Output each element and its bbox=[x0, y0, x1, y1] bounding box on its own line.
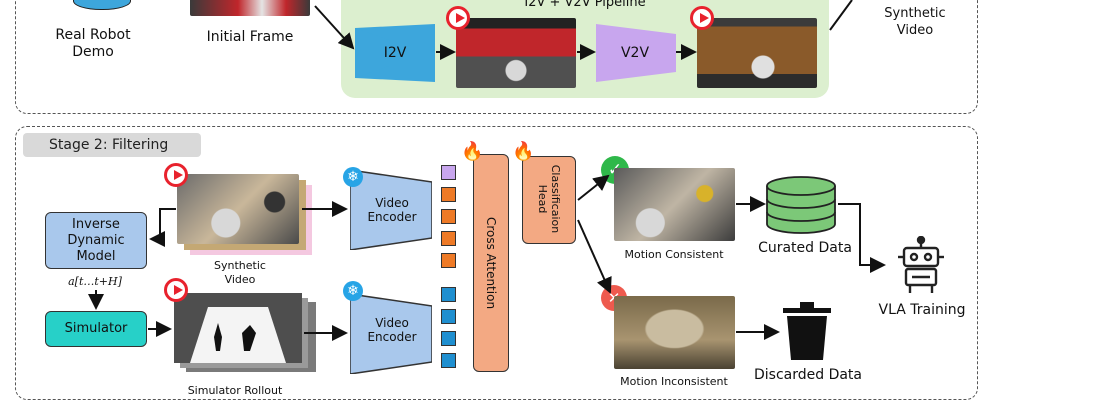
motion-consistent-frame bbox=[614, 168, 735, 241]
trainable-flame-icon: 🔥 bbox=[512, 141, 535, 162]
token-purple bbox=[441, 165, 456, 180]
simulator[interactable]: Simulator bbox=[45, 311, 147, 347]
stage2-tag: Stage 2: Filtering bbox=[23, 133, 201, 157]
synthetic-video-stage1-label: Synthetic Video bbox=[884, 6, 946, 38]
v2v-block bbox=[596, 24, 676, 82]
cross-attention-block bbox=[473, 154, 509, 372]
real-robot-demo-label: Real Robot Demo bbox=[55, 27, 131, 60]
video-encoder-bottom-label: Video Encoder bbox=[367, 316, 417, 344]
simulator-rollout-frame bbox=[174, 293, 302, 363]
play-icon[interactable] bbox=[446, 6, 470, 30]
discarded-data-label: Discarded Data bbox=[753, 367, 862, 383]
token-orange bbox=[441, 231, 456, 246]
initial-frame-label: Initial Frame bbox=[206, 29, 294, 45]
token-blue bbox=[441, 331, 456, 346]
video-encoder-top-label: Video Encoder bbox=[367, 196, 417, 224]
trash-icon bbox=[783, 302, 831, 360]
token-blue bbox=[441, 353, 456, 368]
video-encoder-bottom-block bbox=[350, 294, 432, 374]
frozen-snowflake-icon: ❄ bbox=[343, 167, 363, 187]
stage2-arrows bbox=[88, 174, 886, 341]
curated-data-label: Curated Data bbox=[758, 240, 852, 256]
i2v-label: I2V bbox=[383, 45, 407, 61]
pipeline-title: I2V + V2V Pipeline bbox=[524, 0, 646, 10]
synthetic-video-frame bbox=[177, 174, 299, 244]
inverse-dynamic-model[interactable]: Inverse Dynamic Model bbox=[45, 212, 147, 269]
trainable-flame-icon: 🔥 bbox=[461, 141, 484, 162]
motion-inconsistent-frame bbox=[614, 296, 735, 369]
vla-training-label: VLA Training bbox=[878, 302, 966, 318]
motion-consistent-label: Motion Consistent bbox=[624, 248, 724, 261]
stage1-box bbox=[15, 0, 978, 114]
stage1-arrows bbox=[314, 0, 853, 60]
pipeline-frame-2 bbox=[697, 18, 817, 88]
video-encoder-top-block bbox=[350, 170, 432, 250]
frozen-snowflake-icon: ❄ bbox=[343, 281, 363, 301]
i2v-block bbox=[355, 24, 435, 82]
motion-inconsistent-label: Motion Inconsistent bbox=[620, 375, 728, 388]
pipeline-frame-1 bbox=[456, 18, 576, 88]
classification-head-block bbox=[522, 156, 576, 244]
token-orange bbox=[441, 209, 456, 224]
play-icon[interactable] bbox=[164, 278, 188, 302]
play-icon[interactable] bbox=[690, 6, 714, 30]
play-icon[interactable] bbox=[164, 163, 188, 187]
initial-frame-image bbox=[190, 0, 310, 16]
curated-data-icon bbox=[766, 176, 836, 234]
token-orange bbox=[441, 187, 456, 202]
token-blue bbox=[441, 287, 456, 302]
robot-icon bbox=[898, 236, 944, 293]
token-blue bbox=[441, 309, 456, 324]
action-sequence-label: a[t…t+H] bbox=[68, 275, 122, 288]
simulator-rollout-label: Simulator Rollout bbox=[187, 384, 283, 397]
synthetic-video-label: Synthetic Video bbox=[214, 259, 266, 286]
v2v-label: V2V bbox=[620, 45, 650, 61]
token-orange bbox=[441, 253, 456, 268]
stage2-box bbox=[15, 126, 978, 400]
